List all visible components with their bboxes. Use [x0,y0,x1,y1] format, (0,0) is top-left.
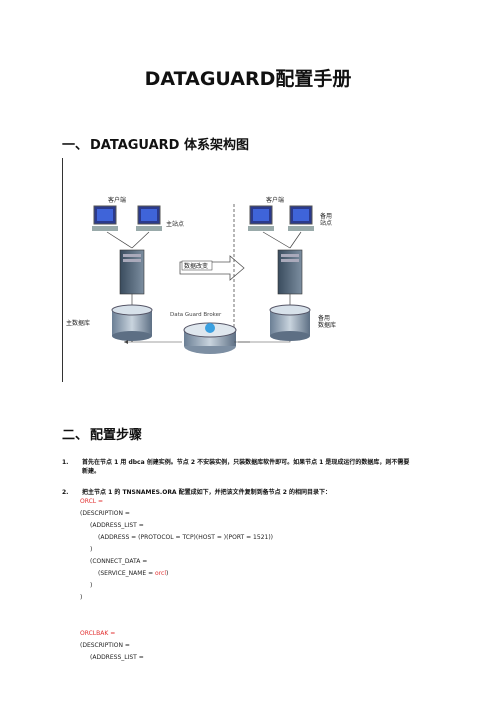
client-computer-icon [136,205,162,231]
client-computer-icon [248,205,274,231]
code-line: ) [80,594,83,601]
code-orclbak-label: ORCLBAK = [80,630,116,637]
section-1-number: 一、 [62,138,89,153]
code-line: (DESCRIPTION = [80,642,130,649]
architecture-diagram-standby: 客户端 备用站点 备用数据库 [234,196,336,343]
code-orcl-label: ORCL = [80,498,104,505]
code-line: (DESCRIPTION = [80,510,130,517]
section-2-heading: 二、配置步骤 [62,424,142,443]
step-1-number: 1. [62,459,69,466]
client-computer-icon [92,205,118,231]
data-change-label: 数据改变 [184,262,208,270]
client-left-label: 客户端 [108,196,126,204]
section-1-label: DATAGUARD 体系架构图 [90,138,249,153]
broker-label: Data Guard Broker [170,312,222,318]
standby-server-icon [277,249,303,295]
step-1-text: 首先在节点 1 用 dbca 创建实例。节点 2 不安装实例，只装数据库软件即可… [82,459,410,475]
code-line: (ADDRESS_LIST = [90,522,144,529]
code-service-name: orcl [155,570,167,577]
step-2-text: 把主节点 1 的 TNSNAMES.ORA 配置成如下，并把该文件复制到备节点 … [82,489,332,496]
page-title: DATAGUARD配置手册 [144,68,352,90]
code-line: (CONNECT_DATA = [90,558,148,565]
code-service-prefix: (SERVICE_NAME = [98,570,156,577]
primary-server-icon [119,249,145,295]
primary-db-label: 主数据库 [66,319,90,327]
client-computer-icon [288,205,314,231]
step-2-number: 2. [62,489,69,496]
section-1-heading: 一、DATAGUARD 体系架构图 [62,134,249,153]
code-line: ) [90,582,93,589]
code-service-suffix: ) [166,570,169,577]
architecture-diagram: 客户端 主站点 主数据库 数据改变 Data Guard Broker [66,196,250,354]
code-line: (ADDRESS_LIST = [90,654,144,661]
primary-site-label: 主站点 [166,220,184,228]
code-line: ) [90,546,93,553]
code-line: (ADDRESS = (PROTOCOL = TCP)(HOST = )(POR… [98,534,274,541]
figure-left-rule [62,158,63,382]
standby-db-label: 备用数据库 [318,314,336,329]
broker-icon [183,322,237,354]
standby-site-label: 备用站点 [320,212,332,227]
code-line: (SERVICE_NAME = orcl) [98,568,168,579]
standby-database-icon [269,304,311,341]
section-2-label: 配置步骤 [90,428,143,443]
section-2-number: 二、 [62,428,89,443]
primary-database-icon [111,304,153,341]
client-right-label: 客户端 [266,196,284,204]
